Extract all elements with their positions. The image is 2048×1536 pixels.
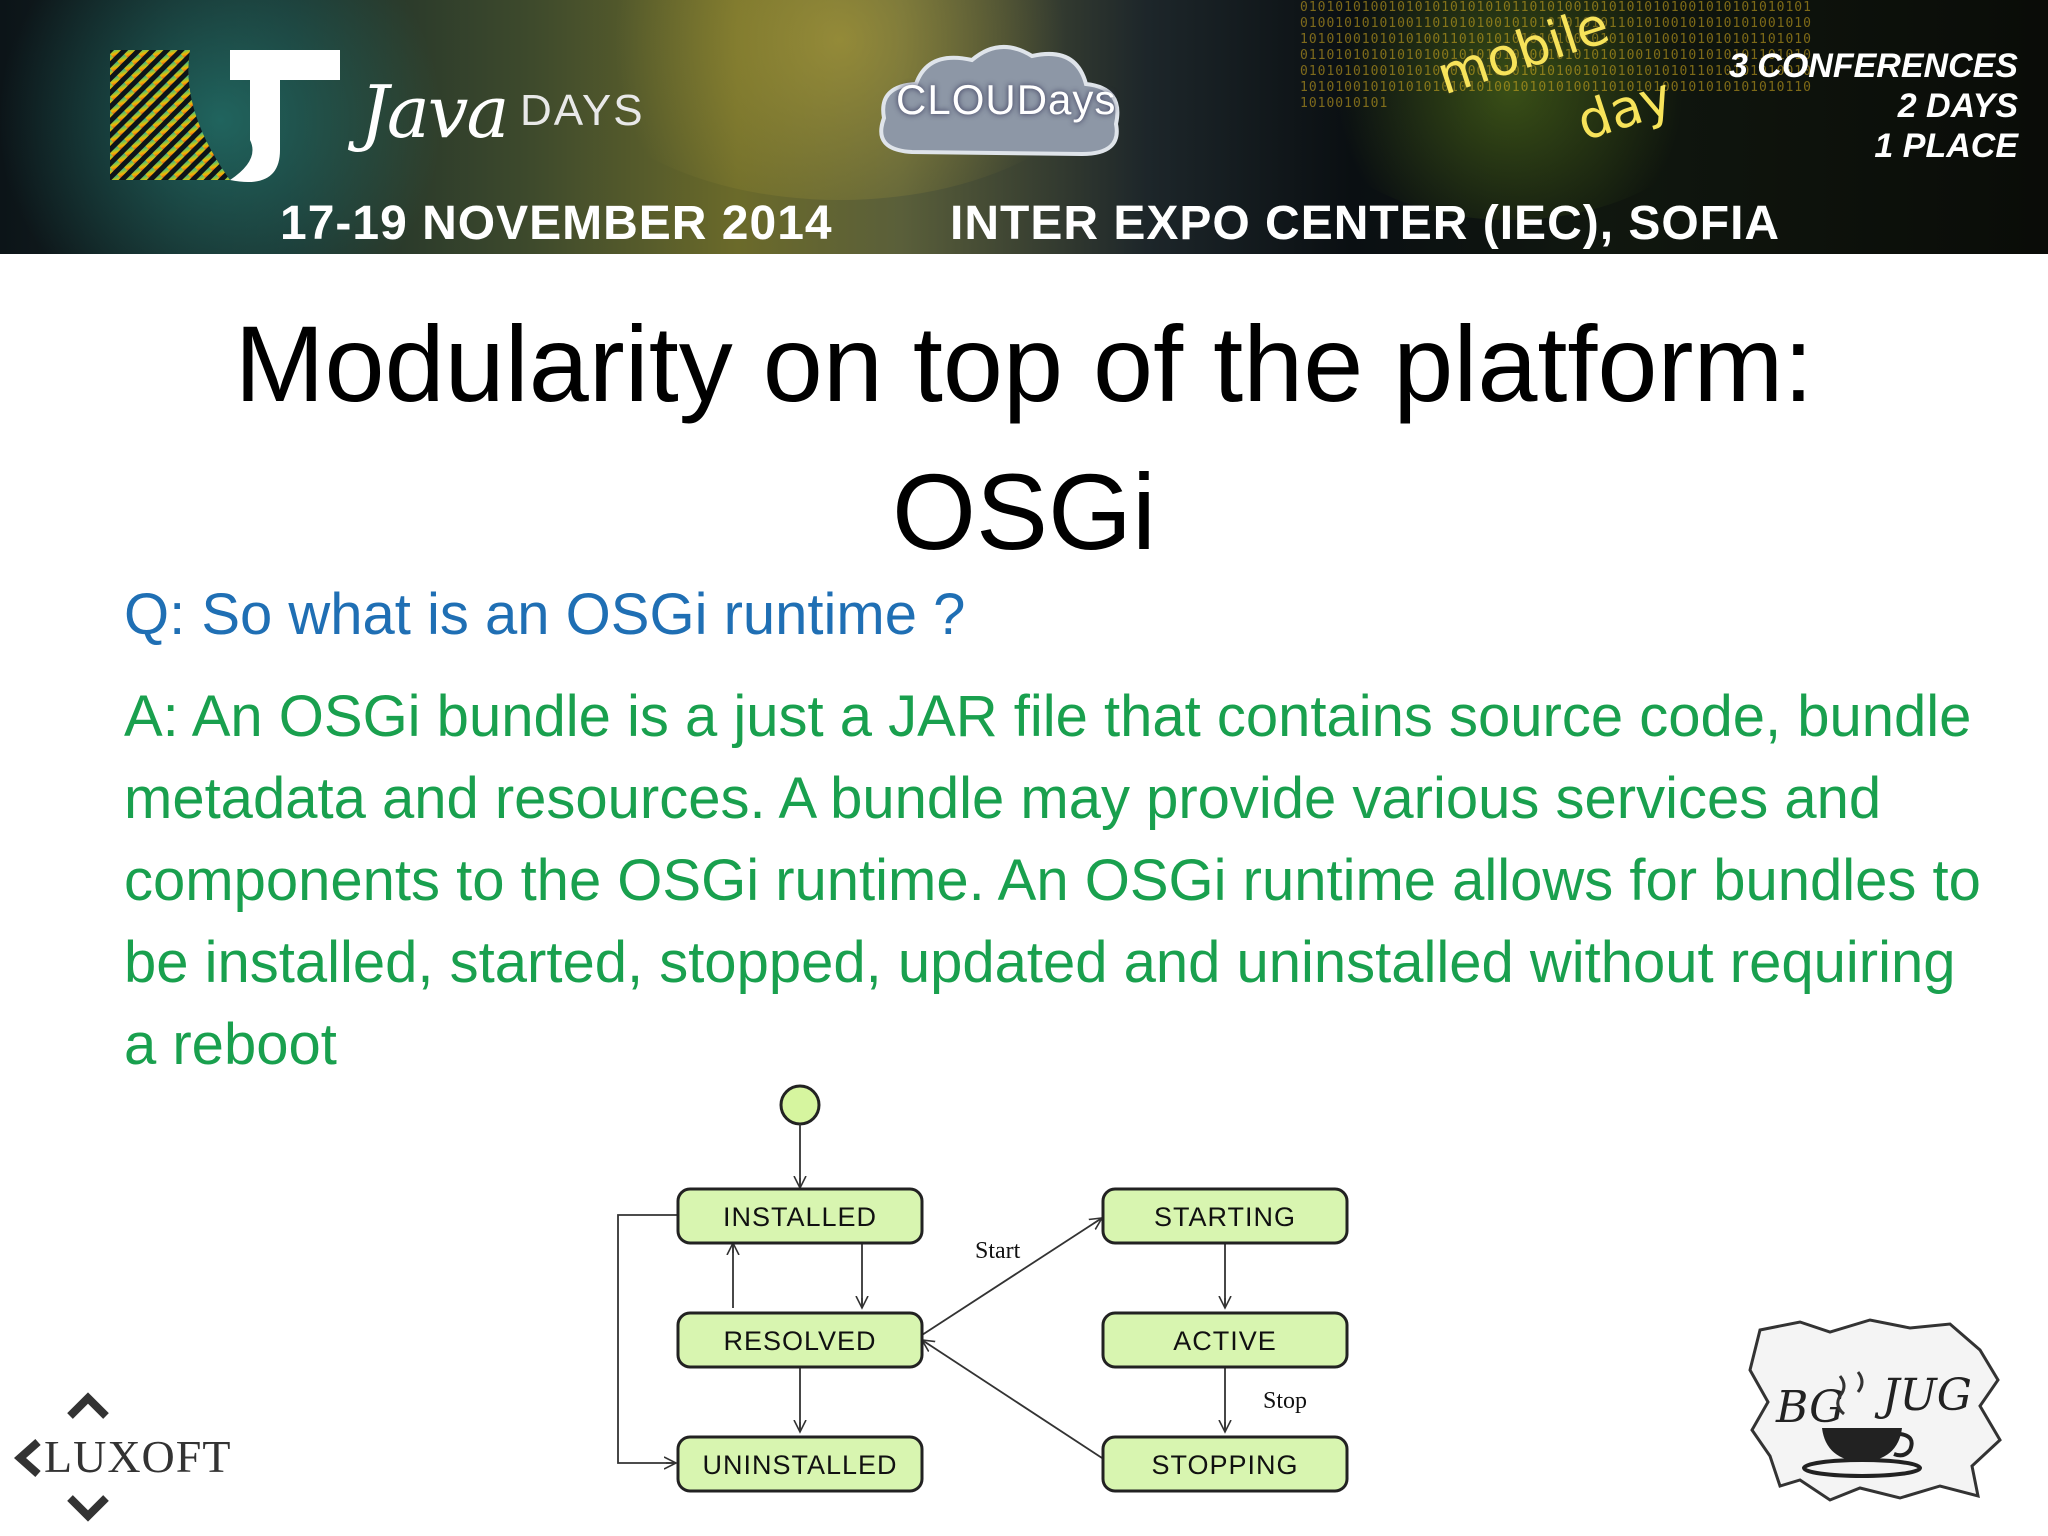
banner-glow <box>1300 0 1720 220</box>
state-installed-label: INSTALLED <box>723 1202 877 1232</box>
state-active-label: ACTIVE <box>1173 1326 1277 1356</box>
bgjug-logo: BG JUG <box>1748 1318 2002 1502</box>
banner-glow <box>0 0 480 254</box>
tagline-conferences: 3 CONFERENCES <box>1728 47 2018 85</box>
state-starting-label: STARTING <box>1154 1202 1296 1232</box>
tagline-place: 1 PLACE <box>1874 127 2018 165</box>
transition-edges <box>617 1124 1225 1463</box>
event-date: 17-19 NOVEMBER 2014 <box>280 197 833 250</box>
cloud-icon <box>879 44 1120 157</box>
cloud-days-text: CLOUDays <box>896 76 1117 123</box>
logo-java-text: Java <box>360 70 509 154</box>
edge-stopping-resolved <box>922 1340 1103 1459</box>
luxoft-chevron-left-icon <box>13 1439 41 1477</box>
state-installed-node <box>676 1187 924 1245</box>
state-uninstalled-node <box>676 1435 924 1493</box>
initial-state-node <box>779 1084 821 1126</box>
answer-text: A: An OSGi bundle is a just a JAR file t… <box>124 684 1981 1077</box>
luxoft-logo-text: LUXOFT <box>44 1431 231 1482</box>
state-uninstalled-label: UNINSTALLED <box>702 1450 897 1480</box>
transition-stop-label: Stop <box>1263 1388 1307 1414</box>
slide-title-line2: OSGi <box>891 451 1157 572</box>
luxoft-logo: LUXOFT <box>13 1392 231 1522</box>
osgi-bundle-lifecycle-diagram: INSTALLED RESOLVED UNINSTALLED STARTING … <box>617 1084 1349 1493</box>
binary-pattern: 0101010100101010101010101101010010101010… <box>1300 0 1812 111</box>
state-resolved-label: RESOLVED <box>723 1326 876 1356</box>
luxoft-chevron-down-icon <box>67 1495 109 1522</box>
java2days-logo-icon <box>110 50 340 182</box>
logo-days-text: DAYS <box>520 86 645 135</box>
coffee-cup-icon <box>1802 1371 1922 1478</box>
conference-banner: 0101010100101010101010101101010010101010… <box>0 0 2048 254</box>
edge-installed-uninstalled <box>617 1214 678 1463</box>
conference-tagline: 3 CONFERENCES 2 DAYS 1 PLACE <box>1729 46 2018 166</box>
question-text: Q: So what is an OSGi runtime ? <box>124 582 966 647</box>
state-resolved-node <box>676 1311 924 1369</box>
tagline-days: 2 DAYS <box>1897 87 2018 125</box>
state-active-node <box>1101 1311 1349 1369</box>
slide-title-line1: Modularity on top of the platform: <box>234 303 1814 424</box>
slide-title: Modularity on top of the platform: OSGi <box>100 290 1948 586</box>
state-stopping-label: STOPPING <box>1151 1450 1298 1480</box>
state-stopping-node <box>1101 1435 1349 1493</box>
bgjug-jug-text: JUG <box>1874 1370 1972 1421</box>
edge-resolved-starting <box>921 1218 1102 1336</box>
transition-start-label: Start <box>975 1238 1021 1264</box>
luxoft-chevron-up-icon <box>67 1392 109 1419</box>
bulgaria-map-outline-icon <box>1748 1318 2002 1502</box>
event-location: INTER EXPO CENTER (IEC), SOFIA <box>950 197 1781 250</box>
state-starting-node <box>1101 1187 1349 1245</box>
bgjug-bg-text: BG <box>1775 1382 1844 1433</box>
